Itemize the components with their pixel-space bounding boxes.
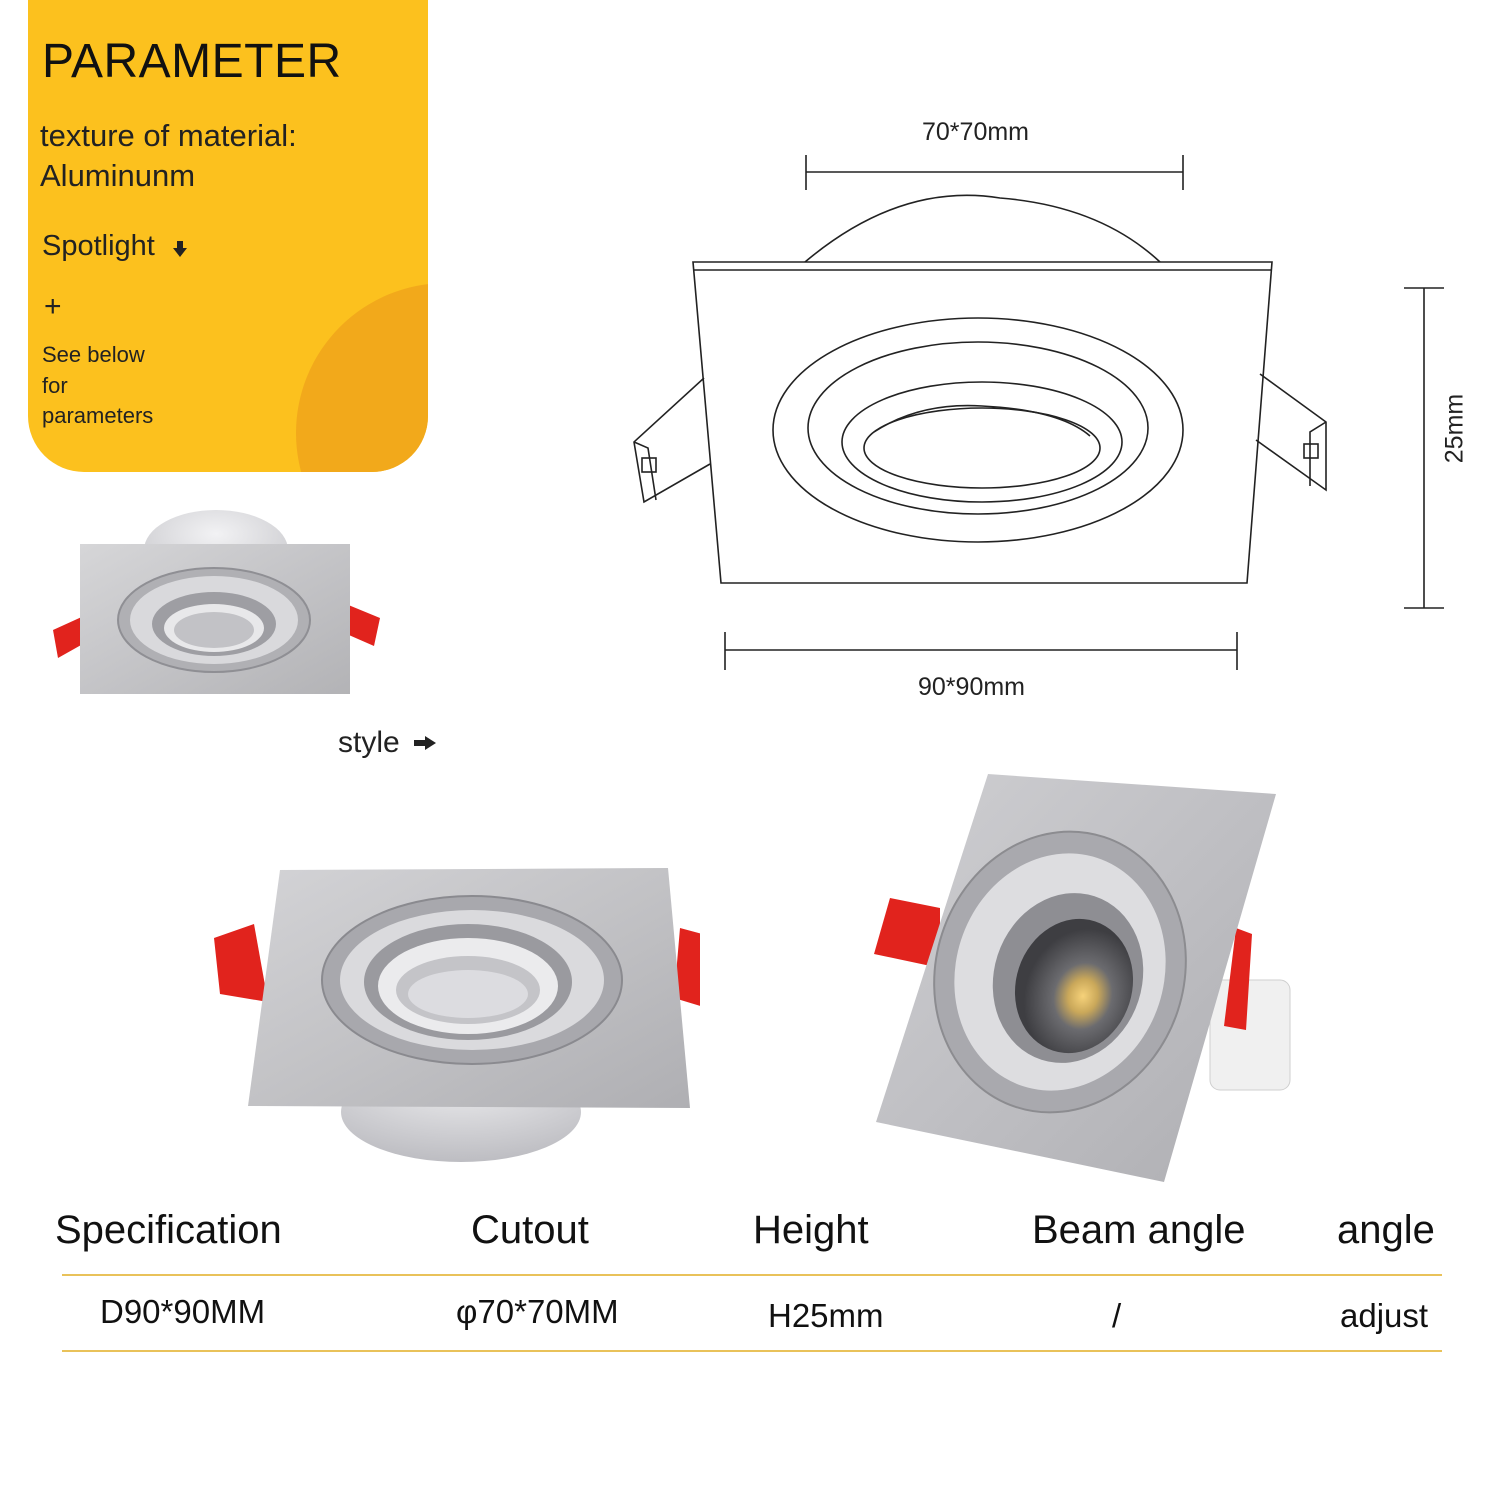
spotlight-label: Spotlight [42, 230, 155, 262]
arrow-down-icon [172, 241, 187, 257]
spec-value-cutout: φ70*70MM [456, 1293, 619, 1330]
spec-value-specification: D90*90MM [100, 1293, 266, 1330]
spec-header-specification: Specification [55, 1208, 282, 1252]
material-label: texture of material: [40, 118, 297, 153]
spotlight-label-row: Spotlight [42, 230, 187, 263]
note-line-1: See below [42, 342, 145, 367]
dimension-height: 25mm [1440, 393, 1469, 464]
spec-header-angle: angle [1337, 1208, 1435, 1252]
table-divider-bottom [62, 1350, 1442, 1352]
spec-header-cutout: Cutout [471, 1208, 589, 1252]
decorative-circle [296, 283, 428, 472]
spec-header-height: Height [753, 1208, 869, 1252]
parameters-note: See below for parameters [42, 340, 153, 432]
style-label: style [338, 726, 400, 759]
technical-drawing [633, 155, 1327, 670]
parameter-title: PARAMETER [42, 35, 342, 88]
material-value: Aluminunm [40, 158, 196, 193]
style-label-row: style [338, 726, 437, 760]
height-dimension-line [1404, 287, 1444, 609]
table-divider-top [62, 1274, 1442, 1276]
parameter-card [28, 0, 428, 472]
product-photo-front [214, 868, 700, 1162]
note-line-2: for [42, 372, 68, 398]
spec-value-height: H25mm [768, 1297, 884, 1334]
plus-sign: + [44, 290, 62, 323]
dimension-top: 70*70mm [922, 118, 1029, 146]
note-line-3: parameters [42, 403, 154, 428]
dimension-bottom: 90*90mm [918, 673, 1025, 701]
spec-value-beam-angle: / [1112, 1297, 1122, 1334]
arrow-right-icon [414, 736, 437, 750]
spec-value-angle: adjust [1340, 1297, 1429, 1334]
product-photo-front-small [53, 510, 380, 694]
material-info: texture of material: Aluminunm [40, 116, 297, 196]
spec-header-beam-angle: Beam angle [1032, 1208, 1246, 1252]
product-photo-angled [874, 774, 1291, 1182]
